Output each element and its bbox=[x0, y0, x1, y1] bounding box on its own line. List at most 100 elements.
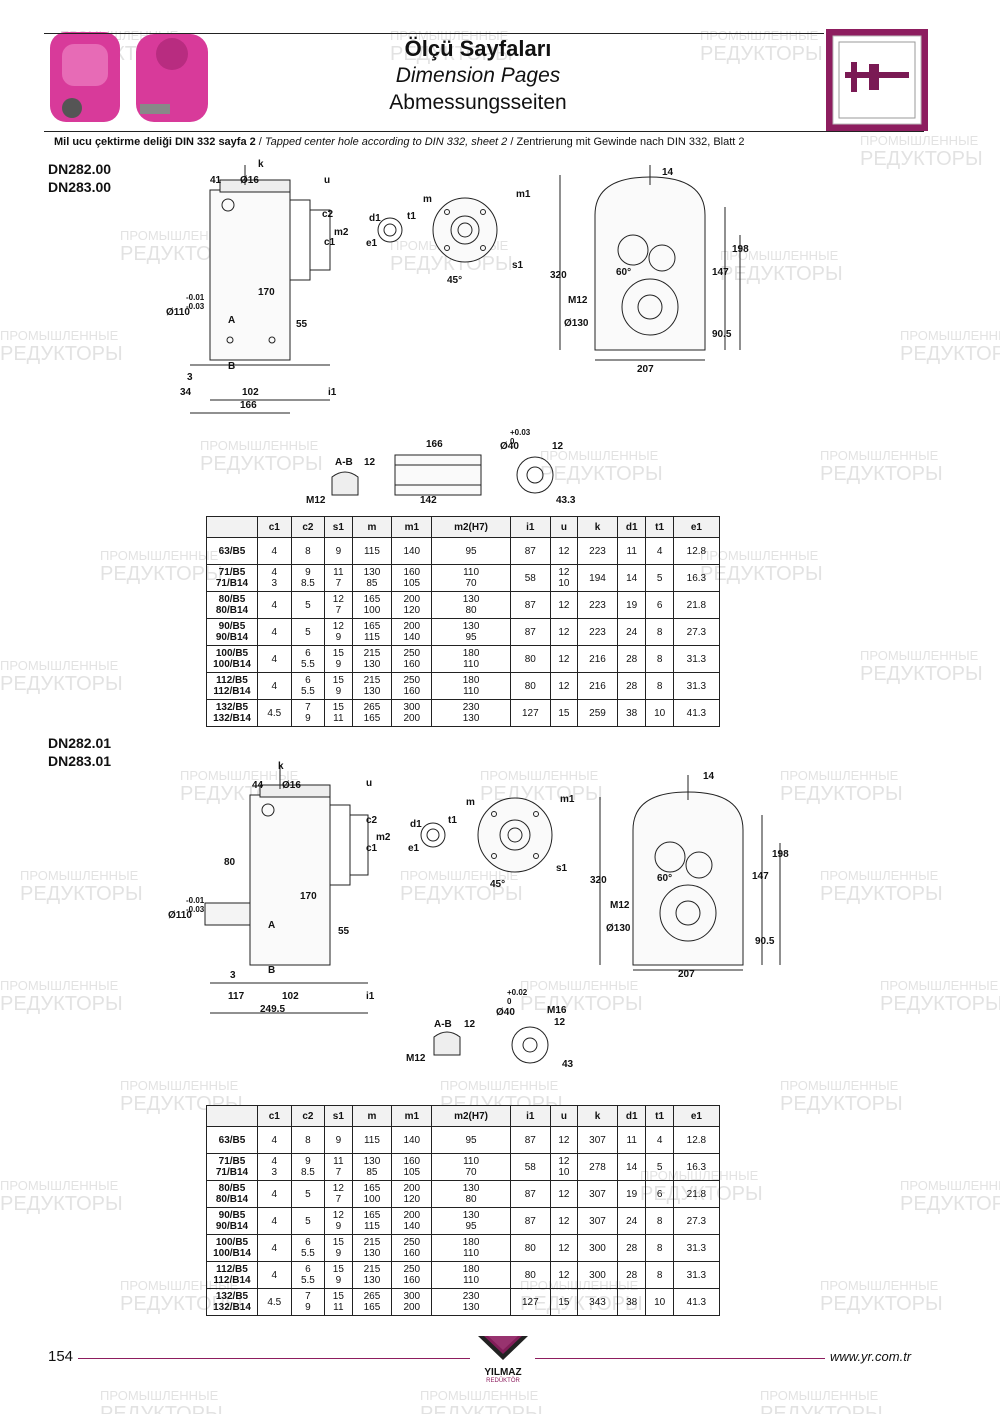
svg-text:ПРОМЫШЛЕННЫЕ: ПРОМЫШЛЕННЫЕ bbox=[520, 978, 639, 993]
table-cell: 95 bbox=[431, 1126, 511, 1154]
dim-label: B bbox=[268, 965, 275, 976]
dim-label: 147 bbox=[752, 871, 769, 882]
table-cell: 5 bbox=[290, 1207, 326, 1235]
dim-label: c1 bbox=[366, 843, 378, 854]
table-cell: 38 bbox=[616, 699, 647, 727]
svg-text:ПРОМЫШЛЕННЫЕ: ПРОМЫШЛЕННЫЕ bbox=[0, 328, 119, 343]
dim-label: 170 bbox=[300, 891, 317, 902]
table-cell: 14 bbox=[616, 564, 647, 592]
header-rule-bottom bbox=[44, 131, 924, 132]
table-cell: 16.3 bbox=[672, 564, 721, 592]
table-cell: 15 bbox=[549, 1288, 579, 1316]
dim-label: -0.01-0.03 bbox=[186, 293, 205, 311]
note-de: Zentrierung mit Gewinde nach DIN 332, Bl… bbox=[516, 136, 745, 148]
dim-label: e1 bbox=[366, 238, 378, 249]
svg-text:РЕДУКТОРЫ: РЕДУКТОРЫ bbox=[880, 993, 1000, 1015]
dim-label: 14 bbox=[703, 771, 715, 782]
dim-label: c1 bbox=[324, 237, 336, 248]
table-cell: 4 bbox=[257, 537, 292, 565]
column-header: d1 bbox=[616, 516, 647, 538]
dim-label: 55 bbox=[296, 319, 308, 330]
svg-text:ПРОМЫШЛЕННЫЕ: ПРОМЫШЛЕННЫЕ bbox=[820, 868, 939, 883]
dim-label: 14 bbox=[662, 167, 674, 178]
svg-text:РЕДУКТОРЫ: РЕДУКТОРЫ bbox=[0, 993, 123, 1015]
table-cell: 58 bbox=[509, 1153, 551, 1181]
dim-label: 44 bbox=[252, 780, 264, 791]
column-header: k bbox=[577, 516, 618, 538]
dim-label: Ø40 bbox=[500, 441, 519, 452]
table-cell: 12.8 bbox=[672, 537, 721, 565]
dim-label: 12 bbox=[552, 441, 564, 452]
brand-name: YILMAZ bbox=[484, 1367, 522, 1378]
table-cell: 127 bbox=[509, 1288, 551, 1316]
column-header: m1 bbox=[391, 516, 433, 538]
table-cell: 24 bbox=[616, 618, 647, 646]
table-cell: 16.3 bbox=[672, 1153, 721, 1181]
svg-text:ПРОМЫШЛЕННЫЕ: ПРОМЫШЛЕННЫЕ bbox=[120, 1078, 239, 1093]
model-code: DN283.00 bbox=[48, 179, 112, 195]
front-view bbox=[599, 775, 781, 971]
dim-label: 102 bbox=[282, 991, 299, 1002]
dim-label: 3 bbox=[230, 970, 236, 981]
dim-label: c2 bbox=[322, 209, 334, 220]
column-header: i1 bbox=[509, 516, 551, 538]
dim-label: 166 bbox=[240, 400, 257, 411]
svg-text:ПРОМЫШЛЕННЫЕ: ПРОМЫШЛЕННЫЕ bbox=[780, 1078, 899, 1093]
table-cell: 12 bbox=[549, 1234, 579, 1262]
table-cell: 343 bbox=[577, 1288, 618, 1316]
dim-label: Ø40 bbox=[496, 1007, 515, 1018]
table-cell: 4 bbox=[257, 618, 292, 646]
dim-label: 45° bbox=[490, 879, 505, 890]
table-cell: 4 bbox=[257, 591, 292, 619]
page-number: 154 bbox=[48, 1348, 74, 1365]
svg-text:РЕДУКТОРЫ: РЕДУКТОРЫ bbox=[100, 563, 223, 585]
table-cell: 4 bbox=[257, 1234, 292, 1262]
website-link[interactable]: www.yr.com.tr bbox=[830, 1349, 912, 1364]
dim-label: i1 bbox=[328, 387, 337, 398]
table-cell: 12 bbox=[549, 1207, 579, 1235]
table-cell: 140 bbox=[391, 1126, 433, 1154]
dim-label: 166 bbox=[426, 439, 443, 450]
brand-logo: YILMAZ REDÜKTÖR bbox=[474, 1334, 532, 1384]
table-cell: 5 bbox=[645, 1153, 674, 1181]
dim-label: 34 bbox=[180, 387, 192, 398]
svg-text:ПРОМЫШЛЕННЫЕ: ПРОМЫШЛЕННЫЕ bbox=[100, 548, 219, 563]
model-code: DN282.01 bbox=[48, 735, 112, 751]
dim-label: 43 bbox=[562, 1059, 574, 1070]
dim-label: 60° bbox=[657, 873, 672, 884]
column-header: d1 bbox=[616, 1105, 647, 1127]
table-cell: 223 bbox=[577, 618, 618, 646]
dim-label: 90.5 bbox=[755, 936, 775, 947]
table-cell: 8 bbox=[290, 537, 326, 565]
table-cell: 14 bbox=[616, 1153, 647, 1181]
header-rule bbox=[44, 33, 824, 34]
svg-text:РЕДУКТОРЫ: РЕДУКТОРЫ bbox=[200, 453, 323, 475]
center-hole-note: Mil ucu çektirme deliği DIN 332 sayfa 2 … bbox=[54, 136, 745, 148]
table-cell: 28 bbox=[616, 1261, 647, 1289]
column-header: i1 bbox=[509, 1105, 551, 1127]
column-header: c2 bbox=[290, 1105, 326, 1127]
title-tr: Ölçü Sayfaları bbox=[404, 36, 552, 61]
table-cell: 4 bbox=[645, 1126, 674, 1154]
column-header: k bbox=[577, 1105, 618, 1127]
